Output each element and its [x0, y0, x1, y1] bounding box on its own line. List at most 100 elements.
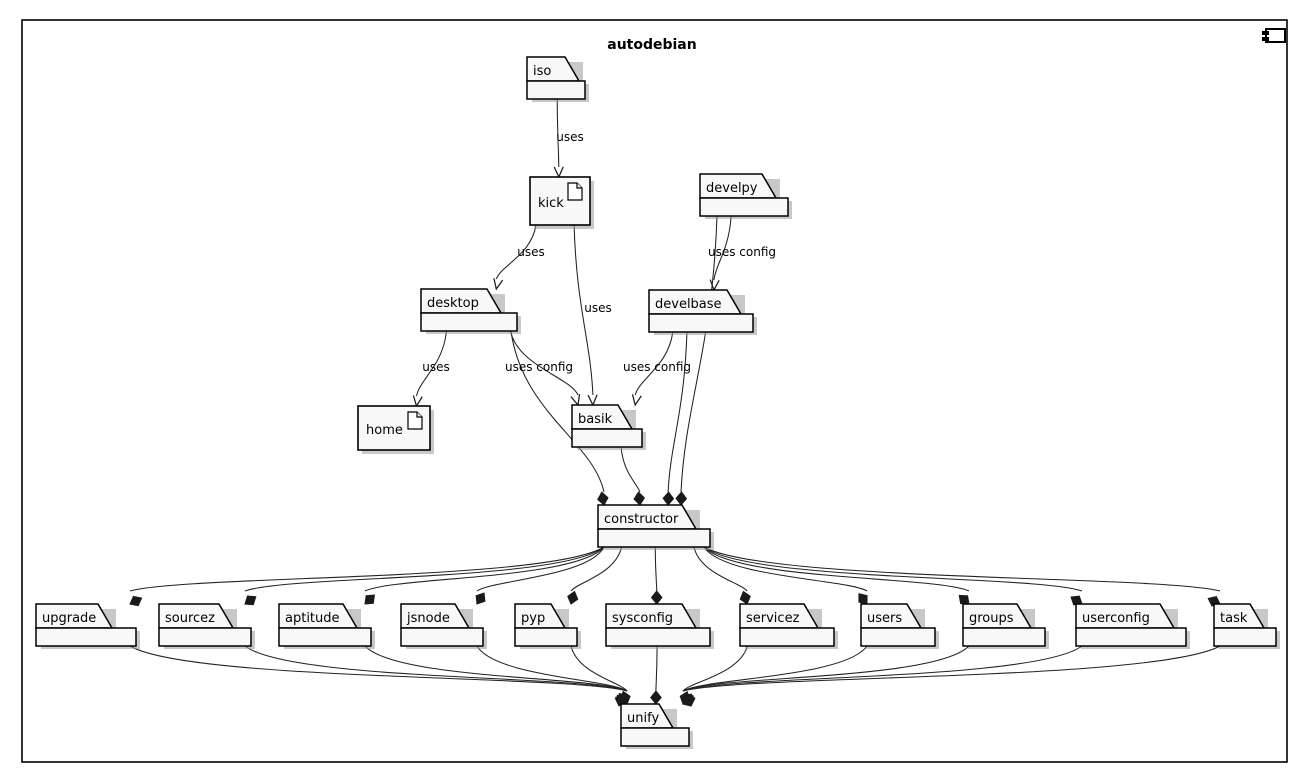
node-body: [1213, 627, 1277, 647]
edge-label: uses: [584, 301, 612, 315]
node-sysconfig[interactable]: sysconfig: [605, 603, 714, 649]
node-body: [860, 627, 936, 647]
node-rect: [529, 176, 591, 226]
node-body: [597, 528, 711, 548]
edge-constructor-to-jsnode: [475, 546, 605, 605]
diagram-frame: autodebian: [21, 19, 1288, 763]
edge-path: [509, 330, 579, 396]
arrowhead-diamond: [682, 695, 696, 707]
node-label: develpy: [706, 181, 758, 196]
edge-constructor-to-pyp: [567, 546, 623, 605]
arrowhead-diamond: [475, 592, 486, 605]
arrowhead-diamond: [619, 690, 631, 705]
edge-constructor-to-sysconfig: [650, 546, 663, 605]
edge-constructor-to-upgrade: [129, 546, 605, 607]
node-label: groups: [969, 611, 1014, 626]
edge-path: [495, 224, 537, 280]
edge-kick-to-desktop: [493, 224, 537, 291]
node-servicez[interactable]: servicez: [739, 603, 838, 649]
edge-path: [570, 645, 628, 692]
node-constructor[interactable]: constructor: [597, 504, 714, 550]
node-task[interactable]: task: [1213, 603, 1280, 649]
node-desktop[interactable]: desktop: [420, 288, 521, 334]
edge-path: [703, 546, 970, 592]
node-label: aptitude: [285, 611, 340, 626]
edge-path: [129, 645, 628, 692]
edge-label: uses: [517, 245, 545, 259]
node-body: [158, 627, 252, 647]
arrowhead-diamond: [958, 594, 970, 605]
edge-constructor-to-servicez: [693, 546, 751, 605]
arrowhead-diamond: [244, 595, 257, 606]
node-body: [278, 627, 372, 647]
edge-path: [682, 645, 1221, 692]
edge-path: [573, 224, 594, 396]
edge-path: [703, 546, 1221, 592]
arrowhead-diamond: [597, 491, 609, 506]
arrowhead-diamond: [739, 590, 751, 605]
node-label: userconfig: [1082, 611, 1150, 626]
edge-path: [693, 546, 748, 592]
document-icon: [567, 182, 583, 201]
edge-path: [129, 546, 605, 592]
edge-path: [682, 645, 748, 692]
node-develbase[interactable]: develbase: [648, 289, 757, 335]
arrowhead-diamond: [633, 491, 646, 506]
edge-path: [415, 330, 448, 397]
edge-path: [364, 645, 628, 692]
edge-path: [364, 546, 605, 592]
node-body: [699, 197, 789, 217]
node-aptitude[interactable]: aptitude: [278, 603, 375, 649]
document-icon: [407, 411, 423, 430]
node-label: constructor: [604, 512, 679, 527]
node-label: pyp: [521, 611, 545, 626]
node-label: upgrade: [42, 611, 96, 626]
node-groups[interactable]: groups: [962, 603, 1049, 649]
node-label: sourcez: [165, 611, 215, 626]
arrowhead-diamond: [129, 595, 143, 607]
arrowhead-diamond: [662, 491, 675, 506]
edge-path: [620, 446, 641, 493]
edge-sysconfig-to-unify: [650, 645, 662, 705]
node-body: [739, 627, 835, 647]
node-iso[interactable]: iso: [526, 56, 589, 102]
node-upgrade[interactable]: upgrade: [35, 603, 140, 649]
node-userconfig[interactable]: userconfig: [1075, 603, 1190, 649]
edge-path: [570, 546, 623, 592]
node-kick[interactable]: kick: [529, 176, 594, 229]
edge-path: [682, 645, 1083, 692]
edge-constructor-to-sourcez: [244, 546, 605, 606]
node-body: [648, 313, 754, 333]
node-pyp[interactable]: pyp: [514, 603, 581, 649]
arrowhead-open: [493, 278, 504, 291]
node-body: [620, 727, 690, 747]
edge-path: [510, 330, 605, 493]
edge-develbase-to-basik: [631, 331, 674, 407]
node-label: home: [366, 423, 403, 438]
node-body: [420, 312, 518, 332]
document-icon-fold: [416, 412, 422, 418]
node-home[interactable]: home: [357, 405, 434, 454]
node-develpy[interactable]: develpy: [699, 173, 792, 219]
node-users[interactable]: users: [860, 603, 939, 649]
node-body: [1075, 627, 1187, 647]
edge-label: uses config: [623, 360, 691, 374]
node-jsnode[interactable]: jsnode: [400, 603, 487, 649]
node-basik[interactable]: basik: [571, 404, 646, 450]
edge-develbase-to-constructor: [662, 331, 688, 506]
edge-path: [244, 645, 628, 692]
edge-constructor-to-users: [703, 546, 868, 605]
edge-path: [713, 215, 732, 281]
edge-path: [476, 546, 605, 592]
diagram-title: autodebian: [607, 37, 696, 53]
component-stereotype-icon: [1262, 28, 1286, 43]
node-unify[interactable]: unify: [620, 703, 693, 749]
node-body: [35, 627, 137, 647]
node-sourcez[interactable]: sourcez: [158, 603, 255, 649]
node-label: unify: [627, 711, 659, 726]
arrowhead-diamond: [675, 491, 688, 506]
edge-path: [654, 546, 658, 592]
